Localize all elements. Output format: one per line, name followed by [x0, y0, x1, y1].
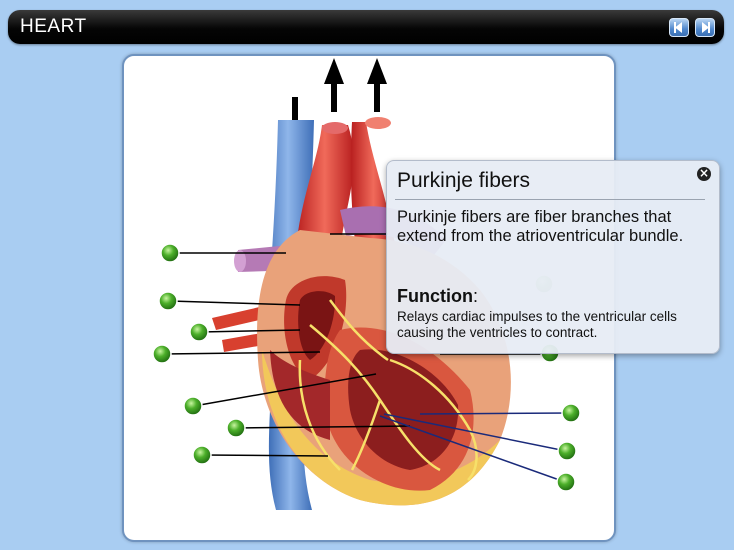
purkinje-fibers [298, 299, 478, 481]
prev-button[interactable] [669, 18, 689, 37]
hotspot-4[interactable] [152, 344, 172, 364]
app-title: HEART [20, 16, 87, 37]
popup-title: Purkinje fibers [397, 169, 531, 192]
close-button[interactable]: × [697, 166, 711, 181]
popup-divider [395, 199, 705, 200]
hotspot-2[interactable] [158, 291, 178, 311]
function-heading-text: Function [397, 286, 473, 306]
function-heading: Function: [397, 286, 478, 307]
hotspot-3[interactable] [189, 322, 209, 342]
next-button[interactable] [695, 18, 715, 37]
arrow-left-icon [674, 22, 682, 33]
hotspot-7[interactable] [192, 445, 212, 465]
title-bar: HEART [8, 10, 724, 44]
hotspot-6[interactable] [226, 418, 246, 438]
hotspot-5[interactable] [183, 396, 203, 416]
popup-description: Purkinje fibers are fiber branches that … [397, 208, 684, 245]
leader-lines [162, 233, 571, 483]
hotspot-9[interactable] [561, 403, 581, 423]
function-description: Relays cardiac impulses to the ventricul… [397, 309, 677, 340]
function-colon: : [472, 286, 478, 306]
arrow-right-icon [702, 22, 710, 33]
hotspot-1[interactable] [160, 243, 180, 263]
close-icon: × [698, 166, 710, 180]
info-popup: Purkinje fibers × Purkinje fibers are fi… [386, 160, 720, 354]
hotspot-10[interactable] [557, 441, 577, 461]
hotspot-11[interactable] [556, 472, 576, 492]
